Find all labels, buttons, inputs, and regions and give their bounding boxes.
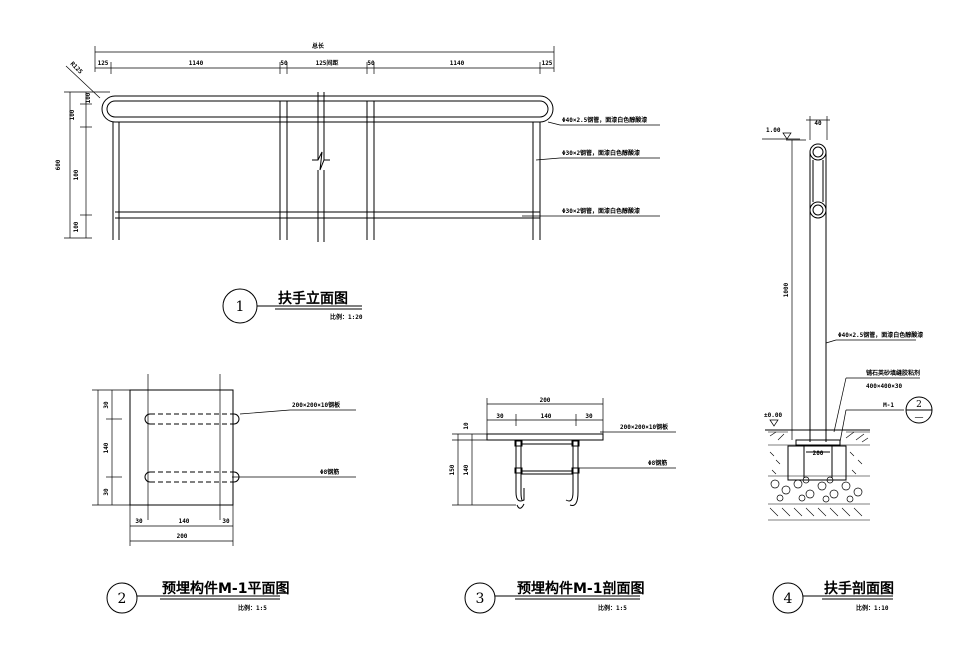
v1-ldim-3: 600 — [55, 159, 62, 170]
v4-dim-height: 1000 — [783, 282, 790, 297]
v3-note-1: 200×200×10钢板 — [620, 423, 669, 431]
v1-dim-5: 50 — [367, 60, 375, 67]
v3-ldim-3: 140 — [463, 464, 470, 475]
v4-ref-num: 2 — [916, 400, 922, 410]
v2-scale: 比例：1:5 — [238, 604, 267, 612]
v1-scale: 比例：1:20 — [330, 313, 363, 321]
v1-dim-1: 125 — [98, 60, 109, 67]
v3-scale: 比例：1:5 — [598, 604, 627, 612]
v2-note-1: 200×200×10钢板 — [292, 401, 341, 409]
v1-ldim-2: 100 — [85, 92, 92, 103]
view2-plan: 30 140 30 30 140 30 200 200×200×10钢板 Φ8钢… — [92, 374, 356, 614]
v3-ldim-2: 150 — [449, 464, 456, 475]
v2-ldim-1: 30 — [103, 401, 110, 409]
v3-note-2: Φ8钢筋 — [648, 459, 667, 467]
v1-ldim-5: 100 — [73, 221, 80, 232]
v2-ldim-3: 30 — [103, 488, 110, 496]
v1-number: 1 — [236, 299, 245, 315]
v1-ldim-1: 100 — [69, 109, 76, 120]
v2-bdim-total: 200 — [177, 533, 188, 540]
v4-number: 4 — [784, 591, 793, 607]
v4-scale: 比例：1:10 — [856, 604, 889, 612]
v1-dim-4: 125间距 — [316, 59, 339, 67]
v4-dim-top: 40 — [814, 120, 822, 127]
v2-note-2: Φ8钢筋 — [320, 468, 339, 476]
v4-note-1: Φ40×2.5钢管，面漆白色醇酸漆 — [838, 331, 923, 339]
v3-tdim-1: 30 — [496, 413, 504, 420]
v1-dim-3: 50 — [280, 60, 288, 67]
v3-ldim-1: 10 — [463, 422, 470, 430]
v3-tdim-3: 30 — [585, 413, 593, 420]
v3-tdim-2: 140 — [541, 413, 552, 420]
v1-dim-2: 1140 — [189, 60, 204, 67]
v4-title: 扶手剖面图 — [824, 580, 894, 597]
v2-bdim-2: 140 — [179, 518, 190, 525]
v1-title: 扶手立面图 — [278, 290, 348, 307]
v4-note-3: 400×400×30 — [866, 383, 903, 390]
v3-title: 预埋构件M-1剖面图 — [517, 580, 644, 597]
v3-number: 3 — [476, 591, 485, 607]
v1-note-2: Φ30×2钢管，面漆白色醇酸漆 — [562, 149, 640, 157]
view3-section: 200 30 140 30 10 150 140 200×200×10钢板 Φ8… — [449, 397, 676, 614]
v4-level-top: 1.00 — [766, 127, 781, 134]
v1-radius: R125 — [69, 60, 84, 75]
v1-dim-7: 125 — [542, 60, 553, 67]
v2-bdim-3: 30 — [222, 518, 230, 525]
v2-ldim-2: 140 — [103, 442, 110, 453]
v1-total-dim: 总长 — [312, 42, 325, 50]
v3-tdim-total: 200 — [540, 397, 551, 404]
v4-ref-den: — — [915, 413, 924, 423]
v2-bdim-1: 30 — [135, 518, 143, 525]
v2-number: 2 — [118, 591, 127, 607]
v4-note-2: 铺石英砂填缝胶粘剂 — [866, 369, 920, 377]
v1-note-1: Φ40×2.5钢管，面漆白色醇酸漆 — [562, 116, 647, 124]
v4-dim-base: 200 — [813, 450, 824, 457]
v1-note-3: Φ30×2钢管，面漆白色醇酸漆 — [562, 207, 640, 215]
v4-level-ground: ±0.00 — [764, 412, 782, 419]
view4-section: 1.00 40 1000 ±0.00 — [762, 116, 933, 614]
v1-ldim-4: 100 — [73, 169, 80, 180]
v2-title: 预埋构件M-1平面图 — [162, 580, 289, 597]
view1-elevation: 总长 125 1140 50 125间距 50 1140 125 R125 — [55, 42, 660, 324]
v1-dim-6: 1140 — [450, 60, 465, 67]
v4-ref-id: M-1 — [883, 402, 894, 409]
